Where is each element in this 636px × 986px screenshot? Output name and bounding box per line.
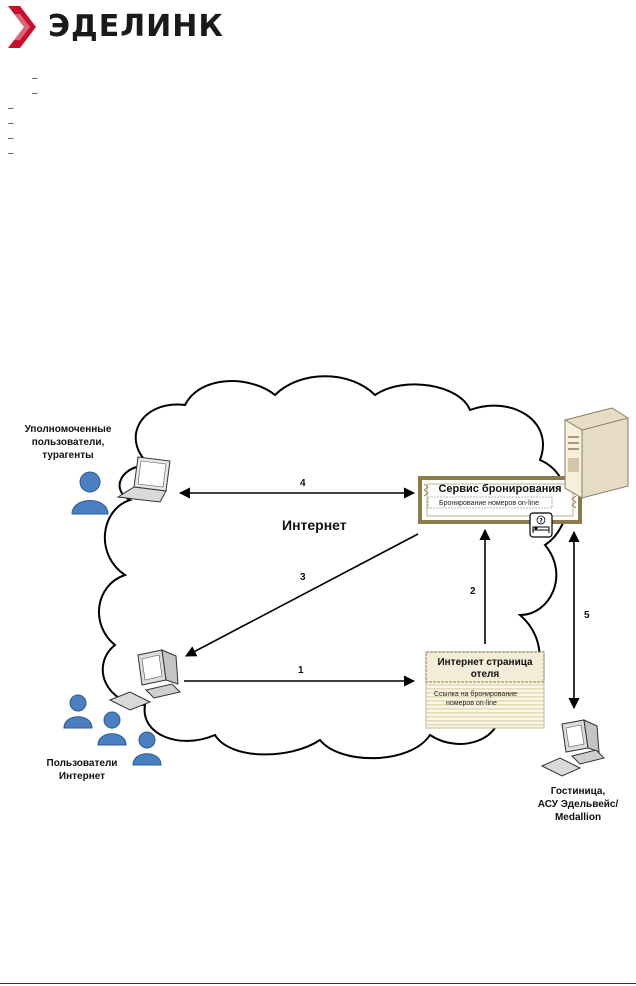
company-logo: ЭДЕЛИНК <box>6 4 246 50</box>
authorized-users-label-3: турагенты <box>42 450 93 461</box>
logo-text: ЭДЕЛИНК <box>48 9 224 44</box>
chevron-logo-icon <box>8 6 36 48</box>
list-marker: – <box>8 118 14 129</box>
svg-text:?: ? <box>539 518 543 525</box>
list-marker: – <box>8 133 14 144</box>
hotel-label-2: АСУ Эдельвейс/ <box>538 799 619 810</box>
person-icon <box>71 471 109 515</box>
authorized-users-label-2: пользователи, <box>32 437 105 448</box>
hotel-page-title-2: отеля <box>471 669 500 680</box>
booking-service-subtitle: Бронирование номеров on-line <box>439 500 539 507</box>
server-icon <box>564 407 629 499</box>
booking-service-title: Сервис бронирования <box>438 483 561 495</box>
arrow-1-label: 1 <box>298 665 304 676</box>
laptop-icon <box>116 456 171 503</box>
cloud-label: Интернет <box>282 517 347 533</box>
hotel-label-3: Medallion <box>555 812 601 823</box>
arrow-3 <box>185 533 419 657</box>
authorized-users-label-1: Уполномоченные <box>25 424 112 435</box>
person-icon <box>132 731 162 766</box>
list-marker: – <box>32 88 38 99</box>
arrow-3-label: 3 <box>300 572 306 583</box>
arrow-2-label: 2 <box>470 586 476 597</box>
hotel-page-link-1: Ссылка на бронирование <box>434 690 517 698</box>
internet-users-label-1: Пользователи <box>47 758 118 769</box>
hotel-label-1: Гостиница, <box>551 786 606 797</box>
person-icon <box>97 711 127 746</box>
hotel-computer-icon <box>540 719 605 777</box>
hotel-page-title-1: Интернет страница <box>437 657 533 668</box>
person-icon <box>63 694 93 729</box>
page-bottom-rule <box>0 983 636 984</box>
hotel-page-link-2: номеров on-line <box>446 700 497 707</box>
arrow-5-label: 5 <box>584 610 590 621</box>
list-marker: – <box>8 148 14 159</box>
list-marker: – <box>8 103 14 114</box>
desktop-computer-icon <box>108 649 181 711</box>
booking-service-box <box>418 476 582 524</box>
arrow-4-label: 4 <box>300 478 306 489</box>
internet-users-label-2: Интернет <box>59 771 105 782</box>
list-marker: – <box>32 73 38 84</box>
hotel-page-box <box>425 651 545 729</box>
bed-icon: ? <box>529 512 553 538</box>
